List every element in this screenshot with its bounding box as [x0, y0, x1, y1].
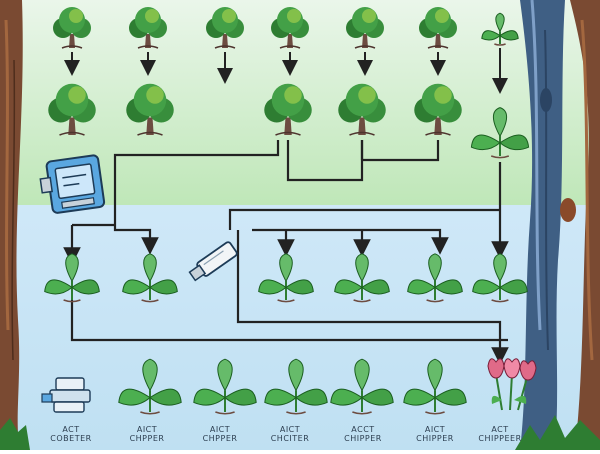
label-stage-4-line1: AICT — [279, 425, 301, 434]
bottom-left-foliage — [0, 418, 30, 450]
mature-tree-6 — [419, 7, 457, 49]
mature-tree-4 — [271, 7, 309, 49]
label-stage-3-line2: CHPPER — [202, 434, 238, 443]
label-stage-6-line2: CHIPPER — [416, 434, 454, 443]
seedling-2 — [193, 358, 257, 415]
label-stage-5-line1: ACCT — [351, 425, 375, 434]
sprout-6 — [472, 253, 528, 303]
label-stage-2-line1: AICT — [136, 425, 158, 434]
mature-sapling — [481, 12, 519, 46]
row-mature-trees — [53, 7, 519, 49]
young-tree-5 — [414, 83, 462, 136]
label-stage-1-line1: ACT — [62, 425, 80, 434]
sprout-5 — [407, 253, 463, 303]
label-stage-4-line2: CHCITER — [270, 434, 310, 443]
mature-tree-2 — [129, 7, 167, 49]
young-tree-4 — [338, 83, 386, 136]
mid-connectors — [63, 140, 509, 365]
seedling-1 — [118, 358, 182, 415]
seedling-3 — [264, 358, 328, 415]
right-trunks — [520, 0, 600, 450]
sprout-3 — [258, 253, 314, 303]
row1-arrows — [64, 48, 508, 94]
young-sapling — [470, 107, 530, 159]
usb-plug-icon — [188, 241, 238, 282]
young-tree-2 — [126, 83, 174, 136]
sprout-1 — [44, 253, 100, 303]
young-tree-1 — [48, 83, 96, 136]
row-young-trees — [48, 83, 530, 159]
sprout-4 — [334, 253, 390, 303]
left-trunk — [0, 0, 23, 450]
label-stage-3-line1: AICT — [209, 425, 231, 434]
label-stage-7-line1: ACT — [491, 425, 509, 434]
row-seedlings — [118, 358, 467, 415]
mature-tree-3 — [206, 7, 244, 49]
device-stack-icon — [41, 377, 91, 413]
sprout-2 — [122, 253, 178, 303]
mature-tree-1 — [53, 7, 91, 49]
seedling-5 — [403, 358, 467, 415]
label-stage-7-line2: CHIPPEER — [478, 434, 522, 443]
seedling-4 — [330, 358, 394, 415]
tulip-flowers — [487, 358, 537, 411]
label-stage-2-line2: CHPPER — [129, 434, 165, 443]
label-stage-1-line2: COBETER — [50, 434, 92, 443]
chipper-device-icon — [39, 154, 106, 214]
label-stage-5-line2: CHIPPER — [344, 434, 382, 443]
bottom-right-foliage — [515, 415, 600, 450]
label-stage-6-line1: AICT — [424, 425, 446, 434]
mature-tree-5 — [346, 7, 384, 49]
row-sprouts — [44, 253, 528, 303]
young-tree-3 — [264, 83, 312, 136]
